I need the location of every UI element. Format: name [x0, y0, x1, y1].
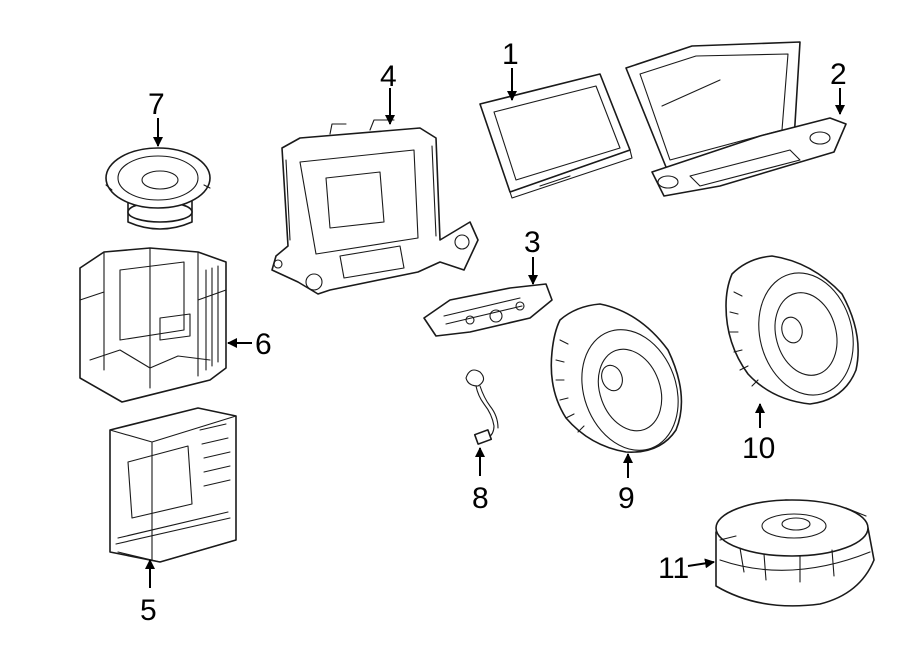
callout-11: 11 — [658, 552, 689, 585]
part-8-harness — [465, 369, 499, 445]
callout-1: 1 — [502, 38, 519, 71]
callout-3: 3 — [524, 226, 541, 259]
part-6-bracket — [79, 247, 227, 403]
callout-7: 7 — [148, 88, 165, 121]
part-10-speaker — [725, 255, 859, 405]
callout-10: 10 — [742, 432, 775, 465]
callout-5: 5 — [140, 594, 157, 627]
part-7-speaker — [105, 147, 211, 230]
part-4-display-bracket — [271, 119, 479, 295]
callout-9: 9 — [618, 482, 635, 515]
callout-6: 6 — [255, 328, 272, 361]
part-2-display-bezel — [625, 41, 847, 197]
callout-8: 8 — [472, 482, 489, 515]
callout-4: 4 — [380, 60, 397, 93]
part-3-control-panel — [423, 283, 553, 337]
part-1-display — [479, 73, 633, 199]
part-9-speaker — [550, 303, 683, 453]
part-11-subwoofer — [715, 499, 875, 607]
callout-2: 2 — [830, 58, 847, 91]
callout-leaders — [145, 68, 845, 588]
part-5-module — [109, 407, 237, 563]
